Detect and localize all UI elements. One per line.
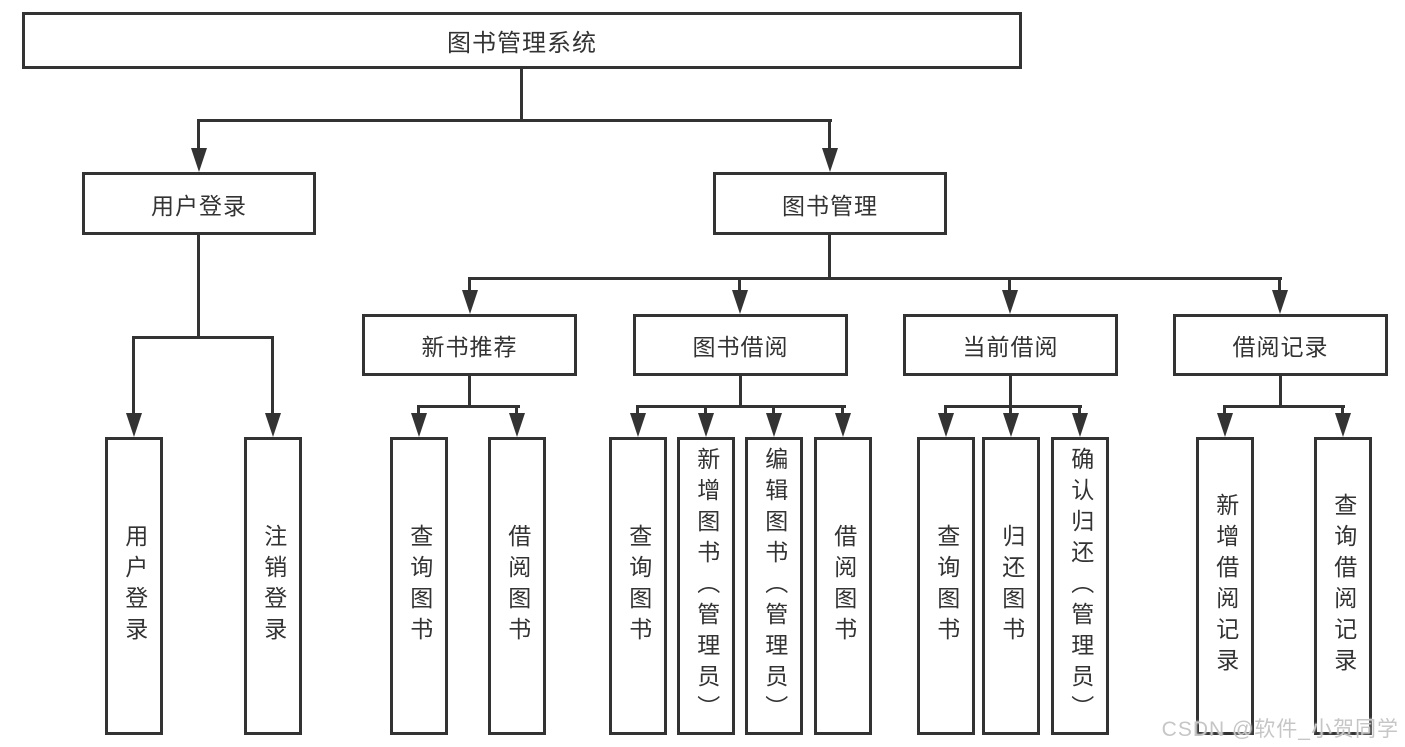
leaf-add-book-admin: 新增图书（管理员） bbox=[677, 437, 735, 735]
arrow-down-icon bbox=[509, 413, 525, 437]
node-root: 图书管理系统 bbox=[22, 12, 1022, 69]
leaf-borrow-books: 借阅图书 bbox=[814, 437, 872, 735]
node-current-borrow-label: 当前借阅 bbox=[962, 334, 1059, 360]
connector-line bbox=[1008, 277, 1011, 291]
node-root-label: 图书管理系统 bbox=[447, 30, 597, 57]
connector-book-mgmt-stem bbox=[828, 235, 831, 280]
connector-book-mgmt-split bbox=[468, 277, 1282, 280]
arrow-down-icon bbox=[698, 413, 714, 437]
leaf-current-query-books: 查询图书 bbox=[917, 437, 975, 735]
node-book-management-label: 图书管理 bbox=[782, 192, 878, 219]
node-new-book-recommend: 新书推荐 bbox=[362, 314, 577, 376]
node-book-borrow: 图书借阅 bbox=[633, 314, 848, 376]
connector-root-split bbox=[197, 119, 832, 122]
arrow-down-icon bbox=[462, 290, 478, 314]
leaf-return-book: 归还图书 bbox=[982, 437, 1040, 735]
connector-recommend-stem bbox=[468, 376, 471, 407]
arrow-down-icon bbox=[630, 413, 646, 437]
node-current-borrow: 当前借阅 bbox=[903, 314, 1118, 376]
connector-current-stem bbox=[1009, 376, 1012, 407]
node-borrow-records: 借阅记录 bbox=[1173, 314, 1388, 376]
leaf-add-borrow-record-label: 新增借阅记录 bbox=[1212, 493, 1239, 679]
connector-line bbox=[417, 405, 420, 415]
connector-root-stem bbox=[520, 69, 523, 121]
connector-line bbox=[704, 405, 707, 415]
arrow-down-icon bbox=[265, 413, 281, 437]
leaf-borrow-query-books: 查询图书 bbox=[609, 437, 667, 735]
connector-current-split bbox=[944, 405, 1082, 408]
leaf-recommend-borrow-books: 借阅图书 bbox=[488, 437, 546, 735]
connector-records-split bbox=[1223, 405, 1345, 408]
leaf-recommend-borrow-books-label: 借阅图书 bbox=[504, 524, 531, 648]
connector-line bbox=[271, 336, 274, 415]
connector-borrow-stem bbox=[739, 376, 742, 407]
connector-line bbox=[1223, 405, 1226, 415]
connector-line bbox=[1009, 405, 1012, 415]
leaf-logout: 注销登录 bbox=[244, 437, 302, 735]
leaf-current-query-books-label: 查询图书 bbox=[933, 524, 960, 648]
leaf-return-book-label: 归还图书 bbox=[998, 524, 1025, 648]
arrow-down-icon bbox=[411, 413, 427, 437]
leaf-confirm-return-admin-label: 确认归还（管理员） bbox=[1067, 446, 1094, 726]
connector-line bbox=[772, 405, 775, 415]
arrow-down-icon bbox=[126, 413, 142, 437]
arrow-down-icon bbox=[1272, 290, 1288, 314]
node-borrow-records-label: 借阅记录 bbox=[1232, 334, 1329, 360]
leaf-add-borrow-record: 新增借阅记录 bbox=[1196, 437, 1254, 735]
leaf-borrow-books-label: 借阅图书 bbox=[830, 524, 857, 648]
connector-line bbox=[515, 405, 518, 415]
arrow-down-icon bbox=[835, 413, 851, 437]
arrow-down-icon bbox=[1003, 413, 1019, 437]
connector-user-login-split bbox=[132, 336, 274, 339]
leaf-edit-book-admin: 编辑图书（管理员） bbox=[745, 437, 803, 735]
node-book-borrow-label: 图书借阅 bbox=[692, 334, 789, 360]
leaf-confirm-return-admin: 确认归还（管理员） bbox=[1051, 437, 1109, 735]
node-user-login-label: 用户登录 bbox=[151, 192, 247, 219]
node-user-login: 用户登录 bbox=[82, 172, 316, 235]
leaf-logout-label: 注销登录 bbox=[260, 524, 287, 648]
connector-recommend-split bbox=[417, 405, 520, 408]
leaf-query-borrow-record: 查询借阅记录 bbox=[1314, 437, 1372, 735]
arrow-down-icon bbox=[1335, 413, 1351, 437]
connector-line bbox=[1278, 277, 1281, 291]
node-book-management: 图书管理 bbox=[713, 172, 947, 235]
watermark-text: CSDN @软件_小贺同学 bbox=[1161, 718, 1399, 741]
connector-line bbox=[1078, 405, 1081, 415]
connector-records-stem bbox=[1279, 376, 1282, 407]
leaf-recommend-query-books: 查询图书 bbox=[390, 437, 448, 735]
connector-line bbox=[468, 277, 471, 291]
connector-line bbox=[1341, 405, 1344, 415]
leaf-add-book-admin-label: 新增图书（管理员） bbox=[693, 446, 720, 726]
arrow-down-icon bbox=[1217, 413, 1233, 437]
leaf-query-borrow-record-label: 查询借阅记录 bbox=[1330, 493, 1357, 679]
leaf-recommend-query-books-label: 查询图书 bbox=[406, 524, 433, 648]
arrow-down-icon bbox=[938, 413, 954, 437]
connector-line bbox=[636, 405, 639, 415]
arrow-down-icon bbox=[766, 413, 782, 437]
arrow-down-icon bbox=[191, 148, 207, 172]
node-new-book-recommend-label: 新书推荐 bbox=[421, 334, 518, 360]
connector-line bbox=[828, 119, 831, 150]
connector-borrow-split bbox=[636, 405, 846, 408]
connector-line bbox=[841, 405, 844, 415]
arrow-down-icon bbox=[1072, 413, 1088, 437]
connector-line bbox=[197, 119, 200, 150]
connector-user-login-stem bbox=[197, 235, 200, 339]
leaf-borrow-query-books-label: 查询图书 bbox=[625, 524, 652, 648]
arrow-down-icon bbox=[822, 148, 838, 172]
connector-line bbox=[738, 277, 741, 291]
arrow-down-icon bbox=[1002, 290, 1018, 314]
leaf-edit-book-admin-label: 编辑图书（管理员） bbox=[761, 446, 788, 726]
leaf-user-login-label: 用户登录 bbox=[121, 524, 148, 648]
leaf-user-login: 用户登录 bbox=[105, 437, 163, 735]
connector-line bbox=[132, 336, 135, 415]
connector-line bbox=[944, 405, 947, 415]
arrow-down-icon bbox=[732, 290, 748, 314]
